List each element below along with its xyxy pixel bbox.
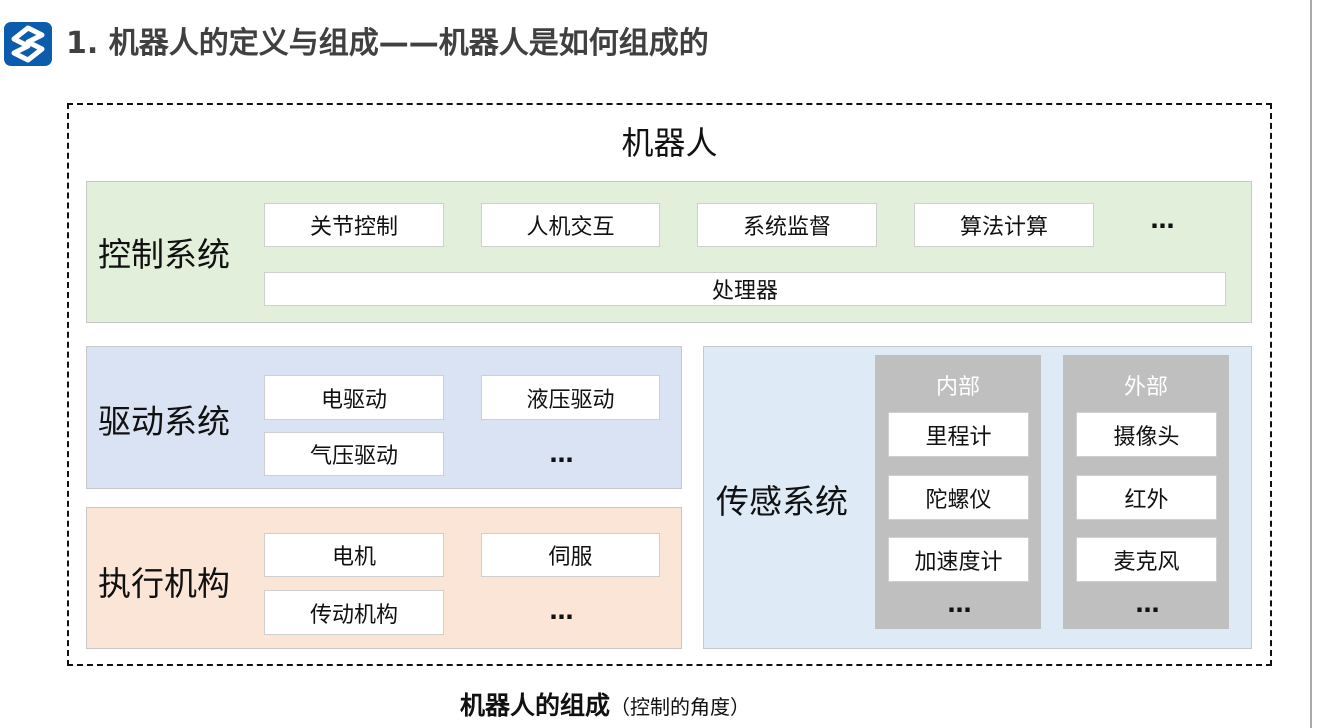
- external-more: …: [1135, 590, 1161, 618]
- caption-main: 机器人的组成: [459, 691, 610, 720]
- external-label: 外部: [1123, 375, 1168, 400]
- page-title: 1. 机器人的定义与组成——机器人是如何组成的: [66, 26, 709, 61]
- drive-item: 电驱动: [264, 375, 444, 420]
- internal-label: 内部: [935, 375, 980, 400]
- internal-sensor-item: 里程计: [888, 412, 1029, 457]
- actuator-item: 伺服: [481, 533, 660, 577]
- internal-more: …: [947, 590, 973, 618]
- drive-item: 气压驱动: [264, 432, 444, 476]
- control-item: 人机交互: [481, 203, 660, 247]
- sensing-system-label: 传感系统: [716, 482, 848, 521]
- right-edge-divider: [1310, 0, 1312, 728]
- actuator-item: 传动机构: [264, 590, 444, 635]
- control-more: …: [1150, 206, 1176, 234]
- external-sensor-item: 麦克风: [1076, 537, 1217, 582]
- logo-icon: [4, 22, 52, 66]
- control-item: 系统监督: [697, 203, 877, 247]
- internal-sensor-item: 加速度计: [888, 537, 1029, 582]
- drive-item: 液压驱动: [481, 375, 660, 420]
- processor-box: 处理器: [264, 272, 1226, 306]
- robot-heading: 机器人: [621, 124, 718, 162]
- drive-more: …: [549, 440, 575, 468]
- control-system-label: 控制系统: [98, 235, 230, 274]
- robot-frame: [67, 103, 1272, 666]
- external-sensor-item: 红外: [1076, 475, 1217, 520]
- control-item: 算法计算: [914, 203, 1094, 247]
- caption-sub: （控制的角度）: [610, 695, 750, 719]
- caption: 机器人的组成（控制的角度）: [0, 686, 1210, 722]
- internal-sensor-item: 陀螺仪: [888, 475, 1029, 520]
- actuator-more: …: [549, 597, 575, 625]
- control-item: 关节控制: [264, 203, 444, 247]
- drive-system-label: 驱动系统: [98, 402, 230, 441]
- actuator-label: 执行机构: [98, 564, 230, 603]
- external-sensor-item: 摄像头: [1076, 412, 1217, 457]
- actuator-item: 电机: [264, 533, 444, 577]
